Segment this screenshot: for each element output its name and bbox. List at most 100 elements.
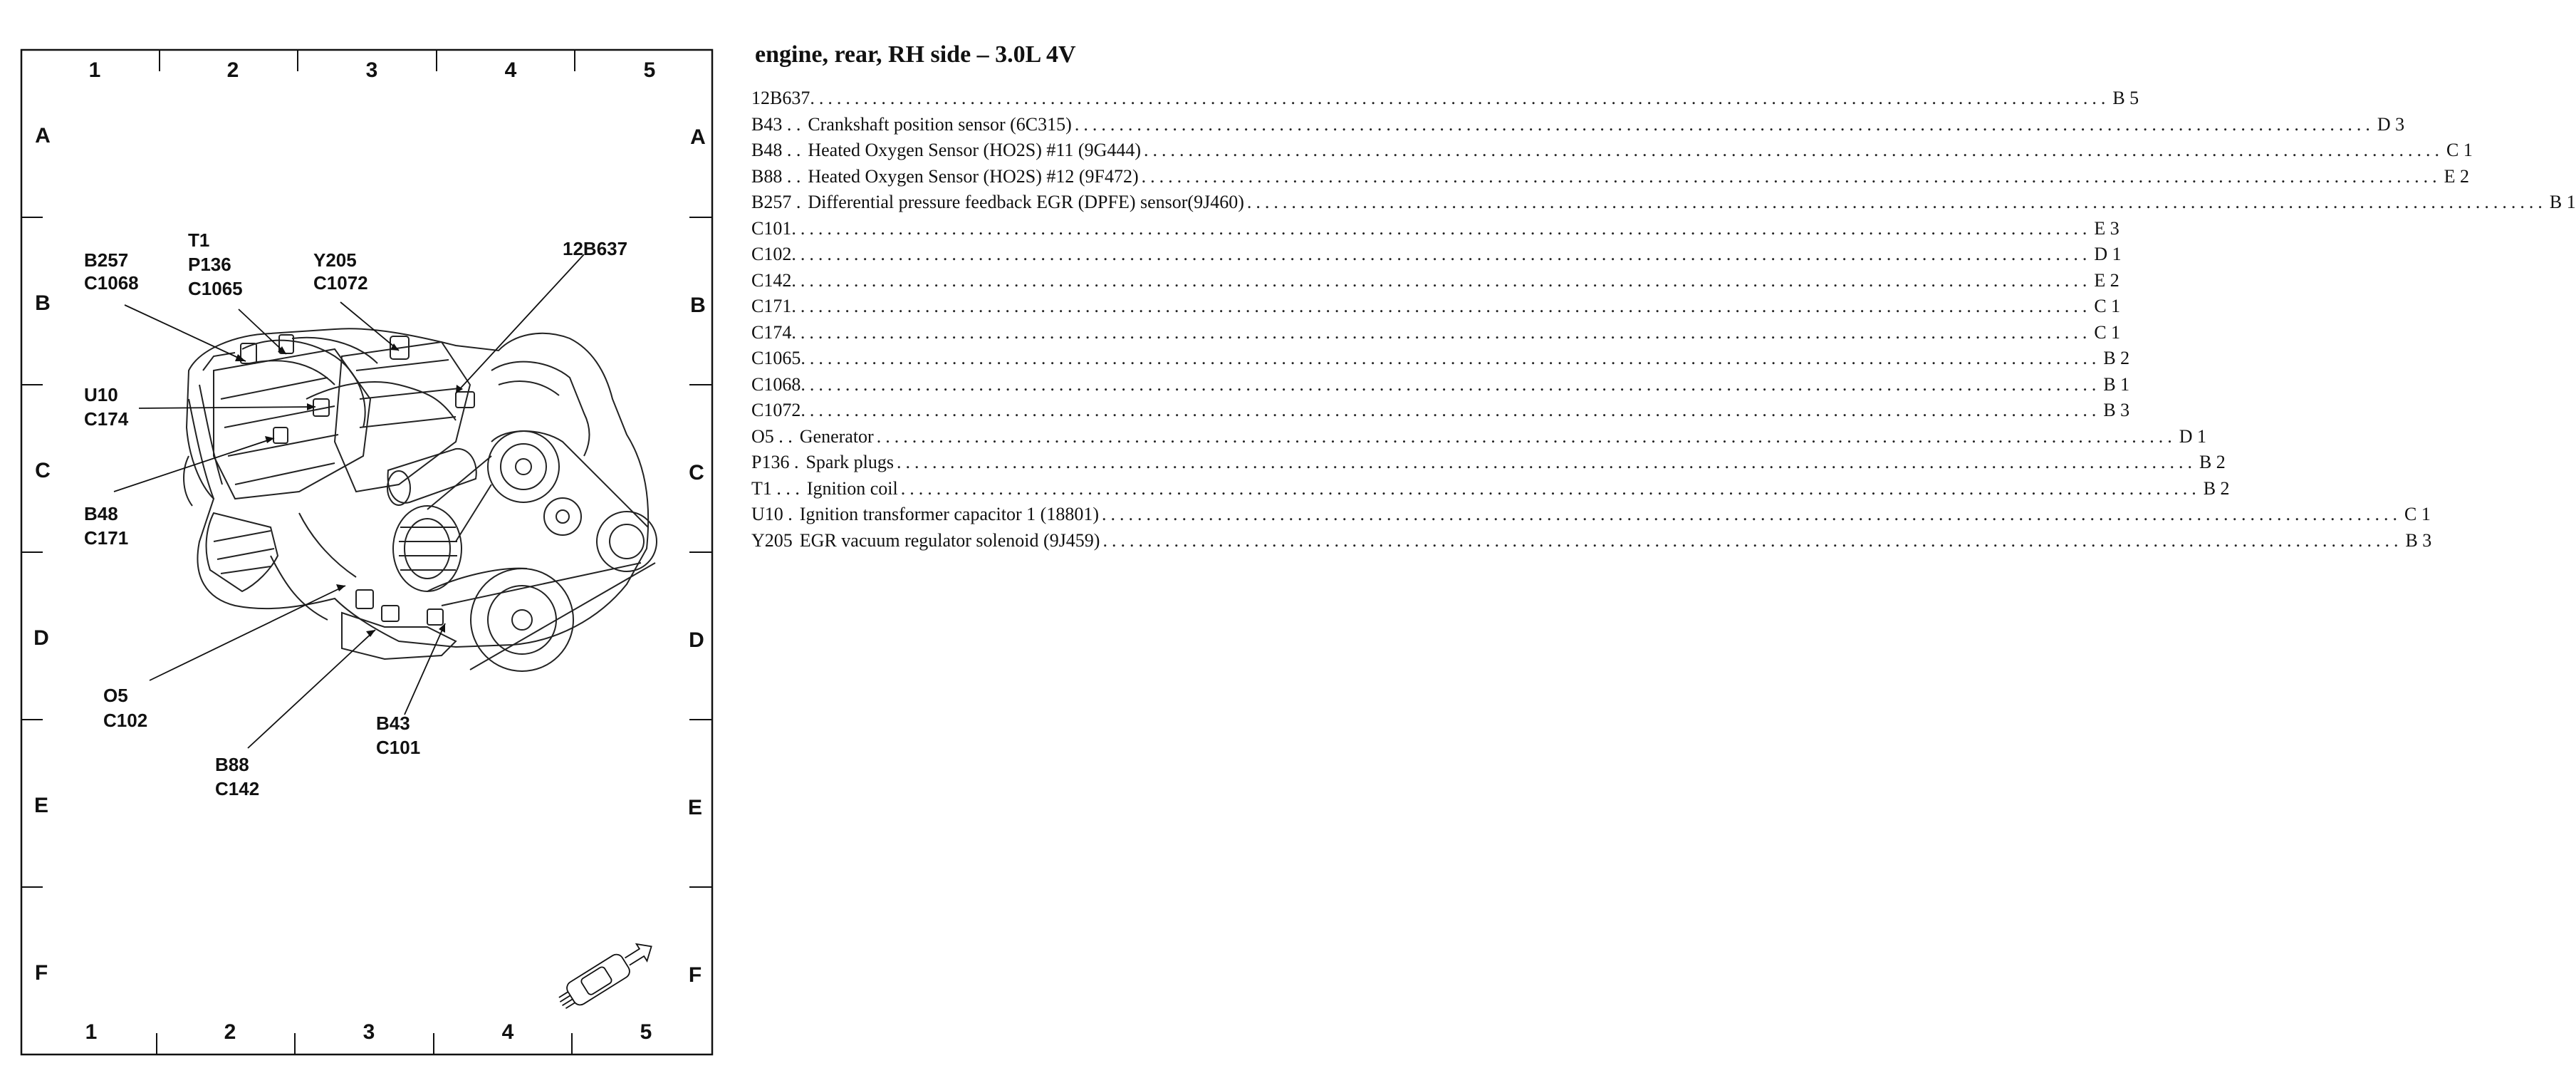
legend-grid-location: B 1 [2549, 192, 2576, 212]
leader-lines [113, 254, 585, 749]
legend-description: Ignition transformer capacitor 1 (18801) [799, 504, 1099, 524]
legend-code: B88 . . [751, 165, 801, 187]
callout-c1068: C1068 [84, 272, 139, 294]
legend-leader-dots [877, 426, 2176, 447]
col-label-bottom-3: 3 [363, 1020, 375, 1044]
legend-description: Differential pressure feedback EGR (DPFE… [808, 192, 1244, 212]
callout-b88: B88 [215, 754, 249, 775]
col-label-bottom-1: 1 [85, 1020, 98, 1044]
callout-t1: T1 [188, 229, 209, 251]
legend-leader-dots [791, 270, 2091, 291]
legend-leader-dots [1102, 504, 2402, 525]
legend-code: C102 [751, 244, 792, 264]
legend-code: B48 . . [751, 140, 801, 160]
legend-grid-location: D 3 [2377, 113, 2405, 135]
legend-grid-location: C 1 [2094, 321, 2121, 343]
callout-c142: C142 [215, 778, 259, 799]
legend-grid-location: C 1 [2094, 296, 2121, 316]
legend-code: C174 [751, 321, 792, 343]
legend-row: 12B637 B 5 [751, 88, 2139, 114]
legend-grid-location: D 1 [2179, 425, 2206, 447]
legend-grid-location: B 1 [2103, 373, 2130, 395]
legend-grid-location: E 3 [2094, 217, 2119, 239]
callout-o5: O5 [103, 685, 128, 706]
callout-c174: C174 [84, 408, 129, 430]
legend-description: Heated Oxygen Sensor (HO2S) #11 (9G444) [808, 140, 1142, 160]
legend-code: 12B637 [751, 88, 810, 108]
callout-c102: C102 [103, 710, 147, 731]
row-label-left-d: D [33, 626, 49, 650]
col-label-top-2: 2 [227, 58, 239, 82]
legend-leader-dots [810, 88, 2110, 109]
legend-grid-location: C 1 [2404, 504, 2431, 524]
legend-row: B88 . . Heated Oxygen Sensor (HO2S) #12 (… [751, 165, 2469, 192]
callout-u10: U10 [84, 384, 118, 405]
row-label-right-c: C [689, 461, 704, 484]
legend-title: engine, rear, RH side – 3.0L 4V [755, 41, 1076, 68]
legend-grid-location: B 3 [2405, 529, 2432, 551]
callout-b43: B43 [376, 712, 410, 734]
col-label-top-5: 5 [644, 58, 656, 82]
legend-leader-dots [901, 478, 2201, 499]
col-label-top-1: 1 [89, 58, 101, 82]
legend-row: T1 . . .Ignition coilB 2 [751, 477, 2230, 504]
legend-grid-location: B 3 [2103, 400, 2130, 420]
component-legend: 12B637 B 5 B43 . .Crankshaft position sens… [751, 88, 2576, 556]
legend-row: C101E 3 [751, 218, 2119, 244]
legend-leader-dots [791, 218, 2091, 239]
legend-row: O5 . .GeneratorD 1 [751, 425, 2206, 452]
row-dividers [21, 217, 712, 888]
legend-leader-dots [1144, 140, 2444, 161]
col-label-top-4: 4 [505, 58, 517, 82]
legend-leader-dots [791, 296, 2091, 317]
legend-leader-dots [801, 348, 2100, 369]
legend-row: C142 E 2 [751, 269, 2119, 296]
legend-grid-location: C 1 [2446, 140, 2473, 160]
legend-code: B257 . [751, 192, 801, 212]
legend-grid-location: B 5 [2112, 88, 2139, 108]
callout-c1072: C1072 [313, 272, 368, 294]
diagram-frame [20, 48, 714, 1056]
legend-description: Generator [799, 425, 874, 447]
car-direction-icon [558, 943, 652, 1010]
legend-grid-location: B 2 [2199, 452, 2226, 472]
engine-illustration [183, 328, 657, 672]
legend-row: B257 . Differential pressure feedback EGR… [751, 192, 2576, 218]
row-label-right-e: E [688, 796, 702, 819]
legend-leader-dots [801, 400, 2100, 421]
legend-description: Crankshaft position sensor (6C315) [808, 113, 1072, 135]
callout-p136: P136 [188, 254, 231, 275]
row-label-right-a: A [690, 125, 706, 149]
row-label-left-e: E [34, 794, 48, 817]
legend-code: C1065 [751, 348, 801, 368]
legend-description: Heated Oxygen Sensor (HO2S) #12 (9F472) [808, 165, 1139, 187]
row-label-left-a: A [35, 124, 51, 147]
callout-c171: C171 [84, 527, 128, 549]
col-label-top-3: 3 [366, 58, 378, 82]
legend-code: C1072 [751, 400, 801, 420]
legend-description: Spark plugs [805, 452, 894, 472]
legend-grid-location: B 2 [2203, 477, 2230, 499]
callout-c1065: C1065 [188, 278, 243, 299]
callout-y205: Y205 [313, 249, 357, 271]
legend-leader-dots [1102, 530, 2402, 551]
callout-12b637: 12B637 [563, 238, 627, 259]
legend-description: Ignition coil [806, 477, 898, 499]
legend-row: P136 . Spark plugs B 2 [751, 452, 2226, 478]
row-label-left-b: B [35, 291, 51, 315]
legend-row: B43 . .Crankshaft position sensor (6C315… [751, 113, 2404, 140]
legend-row: C171C 1 [751, 296, 2120, 322]
column-dividers [156, 50, 575, 1054]
legend-leader-dots [1247, 192, 2547, 213]
legend-row: C1072 B 3 [751, 400, 2129, 426]
legend-description: EGR vacuum regulator solenoid (9J459) [799, 529, 1100, 551]
legend-grid-location: E 2 [2094, 269, 2119, 291]
row-label-right-b: B [690, 294, 706, 317]
legend-leader-dots [1142, 166, 2441, 187]
legend-code: P136 . [751, 452, 799, 472]
legend-row: U10 .Ignition transformer capacitor 1 (1… [751, 504, 2431, 530]
col-label-bottom-4: 4 [502, 1020, 514, 1044]
legend-code: C142 [751, 269, 792, 291]
legend-leader-dots [791, 322, 2091, 343]
row-label-right-f: F [689, 963, 702, 987]
